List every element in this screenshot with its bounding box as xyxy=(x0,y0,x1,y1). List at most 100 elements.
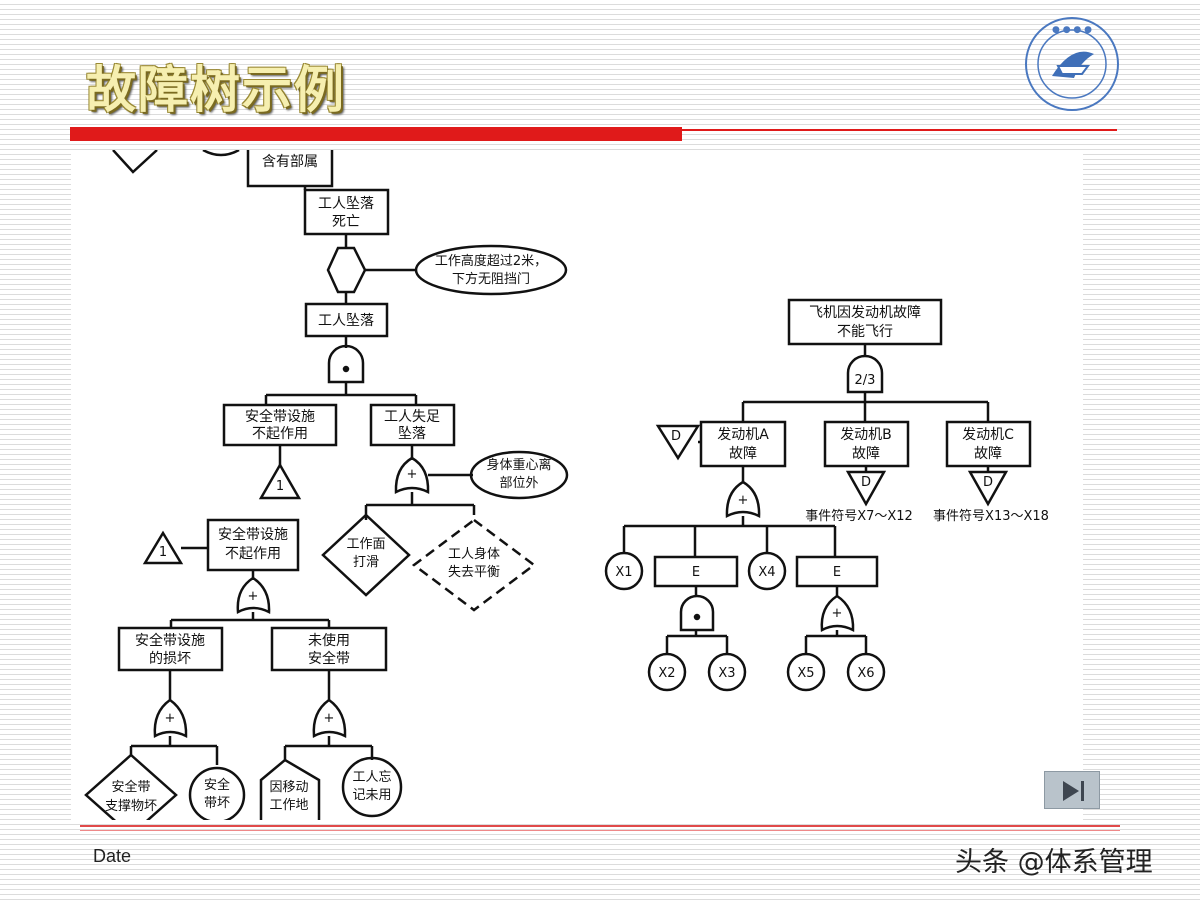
or-gate-1 xyxy=(394,456,430,494)
svg-text:E: E xyxy=(692,565,700,580)
title-underline-bar xyxy=(70,127,682,141)
svg-text:工人坠落: 工人坠落 xyxy=(318,313,374,329)
svg-text:+: + xyxy=(738,493,749,508)
svg-text:E: E xyxy=(833,565,841,580)
event-x2 xyxy=(647,652,687,692)
title-underline-line xyxy=(682,129,1117,131)
svg-text:2/3: 2/3 xyxy=(855,373,876,388)
transfer-in-triangle xyxy=(258,462,302,500)
svg-text:安全带设施: 安全带设施 xyxy=(245,408,315,425)
svg-text:1: 1 xyxy=(159,545,167,560)
svg-text:+: + xyxy=(407,467,418,482)
svg-text:坠落: 坠落 xyxy=(398,426,426,442)
svg-text:工人坠落: 工人坠落 xyxy=(318,196,374,212)
diamond-slip xyxy=(321,513,411,597)
condition-ellipse xyxy=(414,244,568,296)
svg-text:D: D xyxy=(671,429,681,444)
transfer-d-b xyxy=(845,470,887,507)
partial-transfer-shape xyxy=(112,150,158,174)
event-x6 xyxy=(846,652,886,692)
svg-text:安全带设施: 安全带设施 xyxy=(135,632,205,649)
svg-text:X5: X5 xyxy=(797,666,814,681)
or-gate-e2 xyxy=(820,594,855,632)
svg-text:+: + xyxy=(165,711,176,726)
footer-rule-thin xyxy=(80,830,1120,831)
house-moving-site xyxy=(259,758,321,820)
svg-text:不能飞行: 不能飞行 xyxy=(837,324,893,340)
next-slide-button[interactable] xyxy=(1044,771,1100,809)
svg-text:X2: X2 xyxy=(658,666,675,681)
svg-text:未使用: 未使用 xyxy=(308,632,350,649)
watermark-text: 头条 @体系管理 xyxy=(955,847,1153,878)
svg-text:安全带: 安全带 xyxy=(111,779,150,795)
or-gate-2 xyxy=(236,576,271,614)
svg-text:不起作用: 不起作用 xyxy=(252,426,308,442)
svg-text:因移动: 因移动 xyxy=(269,780,308,795)
svg-text:X1: X1 xyxy=(615,565,632,580)
svg-text:安全带设施: 安全带设施 xyxy=(218,526,288,543)
svg-text:身体重心离: 身体重心离 xyxy=(486,457,551,473)
event-x1 xyxy=(604,551,644,591)
svg-text:记未用: 记未用 xyxy=(352,788,391,803)
and-gate-e1 xyxy=(679,594,715,632)
fault-tree-figure: 含有部属 工人坠落 死亡 工作高度超过2米， 下方无阻挡门 工人坠落 安全带设施… xyxy=(71,150,1083,820)
svg-text:安全: 安全 xyxy=(204,777,230,793)
svg-text:X3: X3 xyxy=(718,666,735,681)
partial-circle-shape xyxy=(202,150,240,157)
svg-text:带坏: 带坏 xyxy=(204,796,230,811)
svg-text:+: + xyxy=(832,606,843,621)
svg-text:发动机B: 发动机B xyxy=(840,427,892,443)
vote-gate xyxy=(846,354,884,394)
university-logo: ● ● ● ● xyxy=(1025,17,1119,111)
svg-text:工人身体: 工人身体 xyxy=(448,546,500,562)
svg-text:● ● ● ●: ● ● ● ● xyxy=(1052,25,1092,35)
and-gate-1 xyxy=(327,344,365,384)
footer-rule xyxy=(80,825,1120,827)
center-outside-ellipse xyxy=(469,450,569,500)
svg-text:故障: 故障 xyxy=(974,446,1002,462)
or-gate-3 xyxy=(153,698,188,738)
svg-text:工人失足: 工人失足 xyxy=(384,409,440,425)
event-belt-broken xyxy=(188,766,246,820)
event-x3 xyxy=(707,652,747,692)
svg-text:故障: 故障 xyxy=(729,446,757,462)
svg-text:工作高度超过2米，: 工作高度超过2米， xyxy=(435,253,547,269)
svg-text:+: + xyxy=(248,589,259,604)
svg-text:事件符号X7～X12: 事件符号X7～X12 xyxy=(805,508,913,524)
svg-text:D: D xyxy=(861,475,871,490)
svg-text:支撑物坏: 支撑物坏 xyxy=(105,799,157,814)
event-forgot xyxy=(341,756,403,818)
svg-text:打滑: 打滑 xyxy=(353,555,379,570)
svg-text:不起作用: 不起作用 xyxy=(225,546,281,562)
svg-text:飞机因发动机故障: 飞机因发动机故障 xyxy=(809,305,921,321)
svg-text:工人忘: 工人忘 xyxy=(352,770,391,785)
svg-text:部位外: 部位外 xyxy=(499,476,538,491)
footer-date: Date xyxy=(93,846,132,866)
or-gate-engine-a xyxy=(725,480,761,518)
inhibit-gate xyxy=(326,246,367,294)
svg-text:D: D xyxy=(983,475,993,490)
svg-text:工作面: 工作面 xyxy=(346,537,385,552)
svg-text:+: + xyxy=(324,711,335,726)
svg-text:的损坏: 的损坏 xyxy=(149,651,191,667)
svg-text:失去平衡: 失去平衡 xyxy=(448,565,500,580)
svg-text:发动机C: 发动机C xyxy=(962,427,1014,443)
svg-text:1: 1 xyxy=(276,479,284,494)
svg-text:发动机A: 发动机A xyxy=(717,427,769,443)
diamond-body-imbalance xyxy=(411,518,537,612)
svg-text:事件符号X13～X18: 事件符号X13～X18 xyxy=(933,508,1049,524)
play-end-icon xyxy=(1063,781,1084,801)
svg-text:工作地: 工作地 xyxy=(269,798,308,813)
transfer-d-left xyxy=(655,424,701,461)
event-x4 xyxy=(747,551,787,591)
diamond-support-broken xyxy=(84,753,178,820)
svg-text:死亡: 死亡 xyxy=(332,214,360,230)
svg-text:下方无阻挡门: 下方无阻挡门 xyxy=(452,271,530,287)
slide-title: 故障树示例 xyxy=(86,61,346,119)
transfer-d-c xyxy=(967,470,1009,507)
svg-text:故障: 故障 xyxy=(852,446,880,462)
svg-text:X4: X4 xyxy=(758,565,775,580)
event-x5 xyxy=(786,652,826,692)
node-top-partial-label: 含有部属 xyxy=(262,154,318,170)
or-gate-4 xyxy=(312,698,347,738)
